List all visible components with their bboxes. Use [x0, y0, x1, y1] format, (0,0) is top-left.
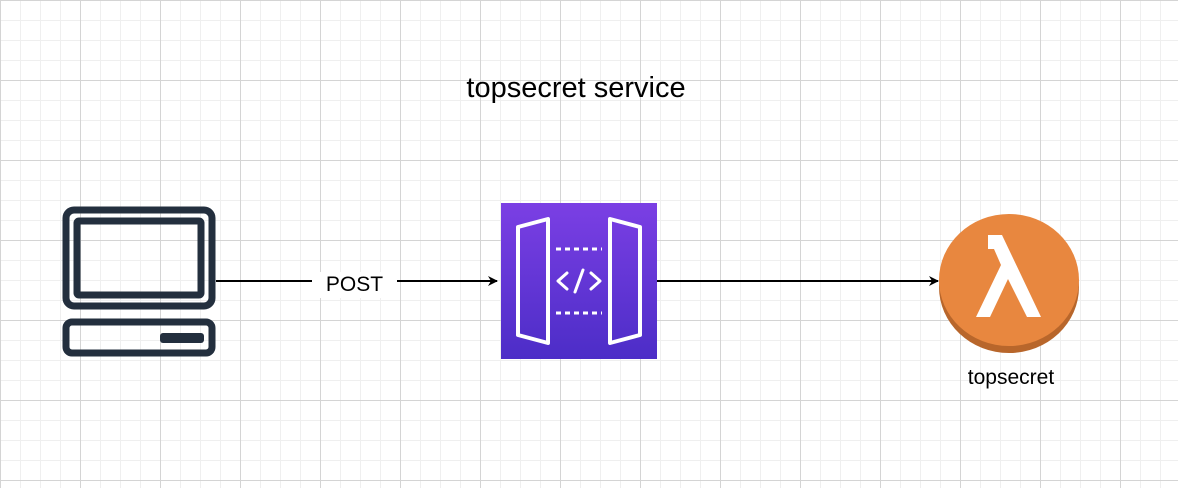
lambda-icon[interactable]	[938, 211, 1082, 357]
diagram-title: topsecret service	[466, 72, 686, 104]
lambda-label: topsecret	[967, 366, 1055, 389]
api-gateway-icon[interactable]	[501, 203, 657, 359]
edge-label-post: POST	[312, 272, 397, 298]
desktop-computer-icon[interactable]	[60, 204, 220, 358]
